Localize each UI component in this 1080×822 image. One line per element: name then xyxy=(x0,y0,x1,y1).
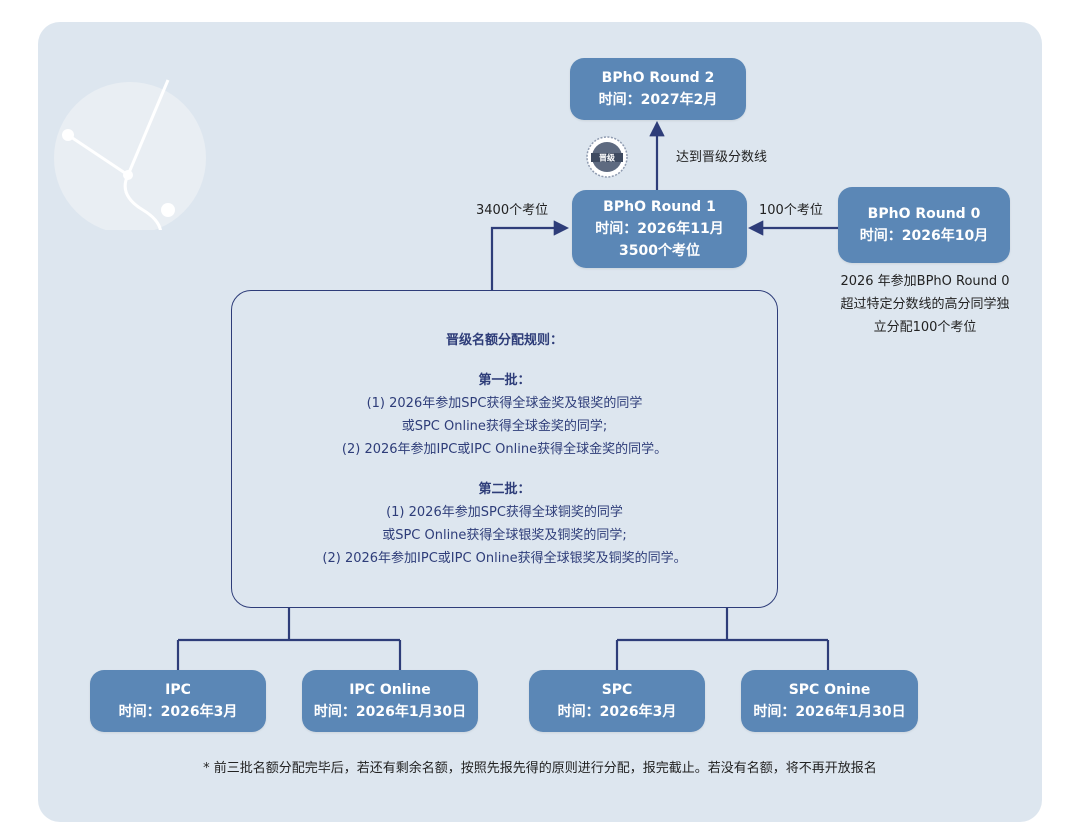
note-line: 立分配100个考位 xyxy=(873,320,977,335)
node-spc-online: SPC Onine 时间：2026年1月30日 xyxy=(741,670,918,732)
rules-title: 晋级名额分配规则： xyxy=(445,333,563,348)
node-seats: 3500个考位 xyxy=(619,243,700,259)
node-ipc-online: IPC Online 时间：2026年1月30日 xyxy=(302,670,478,732)
node-bpho-round-0: BPhO Round 0 时间：2026年10月 xyxy=(838,187,1010,263)
footnote: * 前三批名额分配完毕后，若还有剩余名额，按照先报先得的原则进行分配，报完截止。… xyxy=(203,761,877,776)
node-time: 时间：2027年2月 xyxy=(598,92,718,108)
node-time: 时间：2026年1月30日 xyxy=(753,704,906,720)
advance-label: 达到晋级分数线 xyxy=(676,150,768,165)
batch-1-line: 或SPC Online获得全球金奖的同学; xyxy=(401,419,608,434)
node-title: SPC Onine xyxy=(788,682,871,698)
batch-1-line: (1) 2026年参加SPC获得全球金奖及银奖的同学 xyxy=(366,396,643,411)
round-0-note: 2026 年参加BPhO Round 0 超过特定分数线的高分同学独 立分配10… xyxy=(822,270,1028,339)
batch-2-line: 或SPC Online获得全球银奖及铜奖的同学; xyxy=(382,528,627,543)
node-title: IPC xyxy=(165,682,191,698)
node-ipc: IPC 时间：2026年3月 xyxy=(90,670,266,732)
node-title: BPhO Round 0 xyxy=(867,206,981,222)
seats-100-label: 100个考位 xyxy=(759,203,823,218)
node-title: BPhO Round 2 xyxy=(601,70,715,86)
seats-3400-label: 3400个考位 xyxy=(476,203,549,218)
node-time: 时间：2026年3月 xyxy=(118,704,238,720)
node-time: 时间：2026年11月 xyxy=(595,221,724,237)
badge-text: 晋级 xyxy=(599,153,616,163)
node-bpho-round-2: BPhO Round 2 时间：2027年2月 xyxy=(570,58,746,120)
node-title: SPC xyxy=(601,682,633,698)
node-time: 时间：2026年3月 xyxy=(557,704,677,720)
note-line: 超过特定分数线的高分同学独 xyxy=(840,297,1010,312)
decorative-orbit-icon xyxy=(54,79,206,230)
node-time: 时间：2026年1月30日 xyxy=(313,704,467,720)
advance-badge-icon: 晋级 xyxy=(586,136,628,178)
node-time: 时间：2026年10月 xyxy=(859,228,989,244)
node-title: BPhO Round 1 xyxy=(603,199,716,215)
batch-2-line: (1) 2026年参加SPC获得全球铜奖的同学 xyxy=(386,505,623,520)
allocation-rules-box: 晋级名额分配规则： 第一批： (1) 2026年参加SPC获得全球金奖及银奖的同… xyxy=(231,290,778,608)
batch-2-title: 第二批： xyxy=(478,482,531,497)
batch-2-line: (2) 2026年参加IPC或IPC Online获得全球银奖及铜奖的同学。 xyxy=(322,551,687,566)
batch-1-line: (2) 2026年参加IPC或IPC Online获得全球金奖的同学。 xyxy=(341,442,668,457)
node-spc: SPC 时间：2026年3月 xyxy=(529,670,705,732)
node-title: IPC Online xyxy=(349,682,431,698)
batch-1-title: 第一批： xyxy=(478,373,531,388)
note-line: 2026 年参加BPhO Round 0 xyxy=(840,274,1010,289)
node-bpho-round-1: BPhO Round 1 时间：2026年11月 3500个考位 xyxy=(572,190,747,268)
